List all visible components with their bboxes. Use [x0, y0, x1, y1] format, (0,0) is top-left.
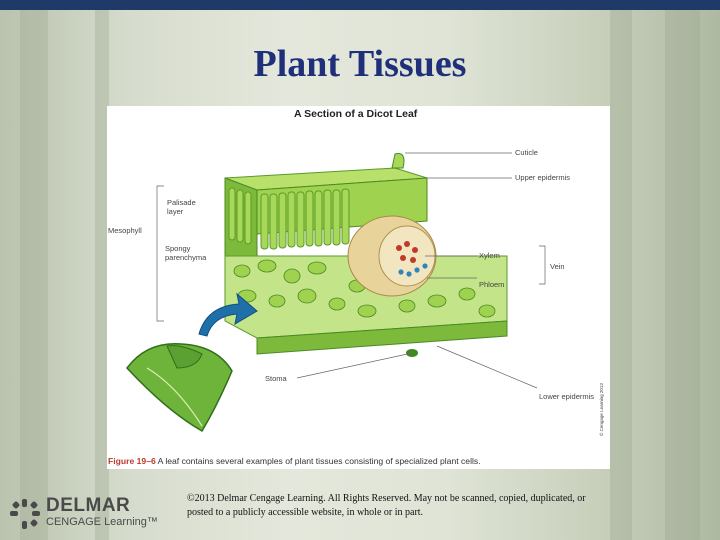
label-palisade: Palisade layer — [167, 198, 196, 216]
label-xylem: Xylem — [479, 251, 500, 260]
leaf-figure: A Section of a Dicot Leaf — [107, 106, 610, 469]
caption-text: A leaf contains several examples of plan… — [155, 456, 481, 466]
label-cuticle: Cuticle — [515, 148, 538, 157]
figure-credit: © Cengage Learning 2013 — [599, 383, 604, 436]
delmar-logo: DELMAR CENGAGE Learning™ — [10, 495, 180, 531]
slide-title: Plant Tissues — [253, 43, 467, 85]
label-phloem: Phloem — [479, 280, 505, 289]
label-stoma: Stoma — [265, 374, 287, 383]
label-vein: Vein — [550, 262, 565, 271]
leaf-section-illustration — [126, 152, 546, 433]
logo-cengage: CENGAGE Learning™ — [46, 516, 158, 528]
logo-delmar: DELMAR — [46, 495, 131, 516]
figure-caption: Figure 19–6 A leaf contains several exam… — [108, 456, 481, 466]
top-bar — [0, 0, 720, 10]
copyright-notice: ©2013 Delmar Cengage Learning. All Right… — [187, 493, 586, 518]
label-mesophyll: Mesophyll — [108, 226, 142, 235]
label-spongy: Spongy parenchyma — [165, 244, 207, 262]
figure-title: A Section of a Dicot Leaf — [294, 108, 418, 120]
caption-figure-number: Figure 19–6 — [108, 456, 156, 466]
cengage-logo-icon — [10, 499, 40, 529]
label-lower-epidermis: Lower epidermis — [539, 392, 595, 401]
label-upper-epidermis: Upper epidermis — [515, 173, 571, 182]
